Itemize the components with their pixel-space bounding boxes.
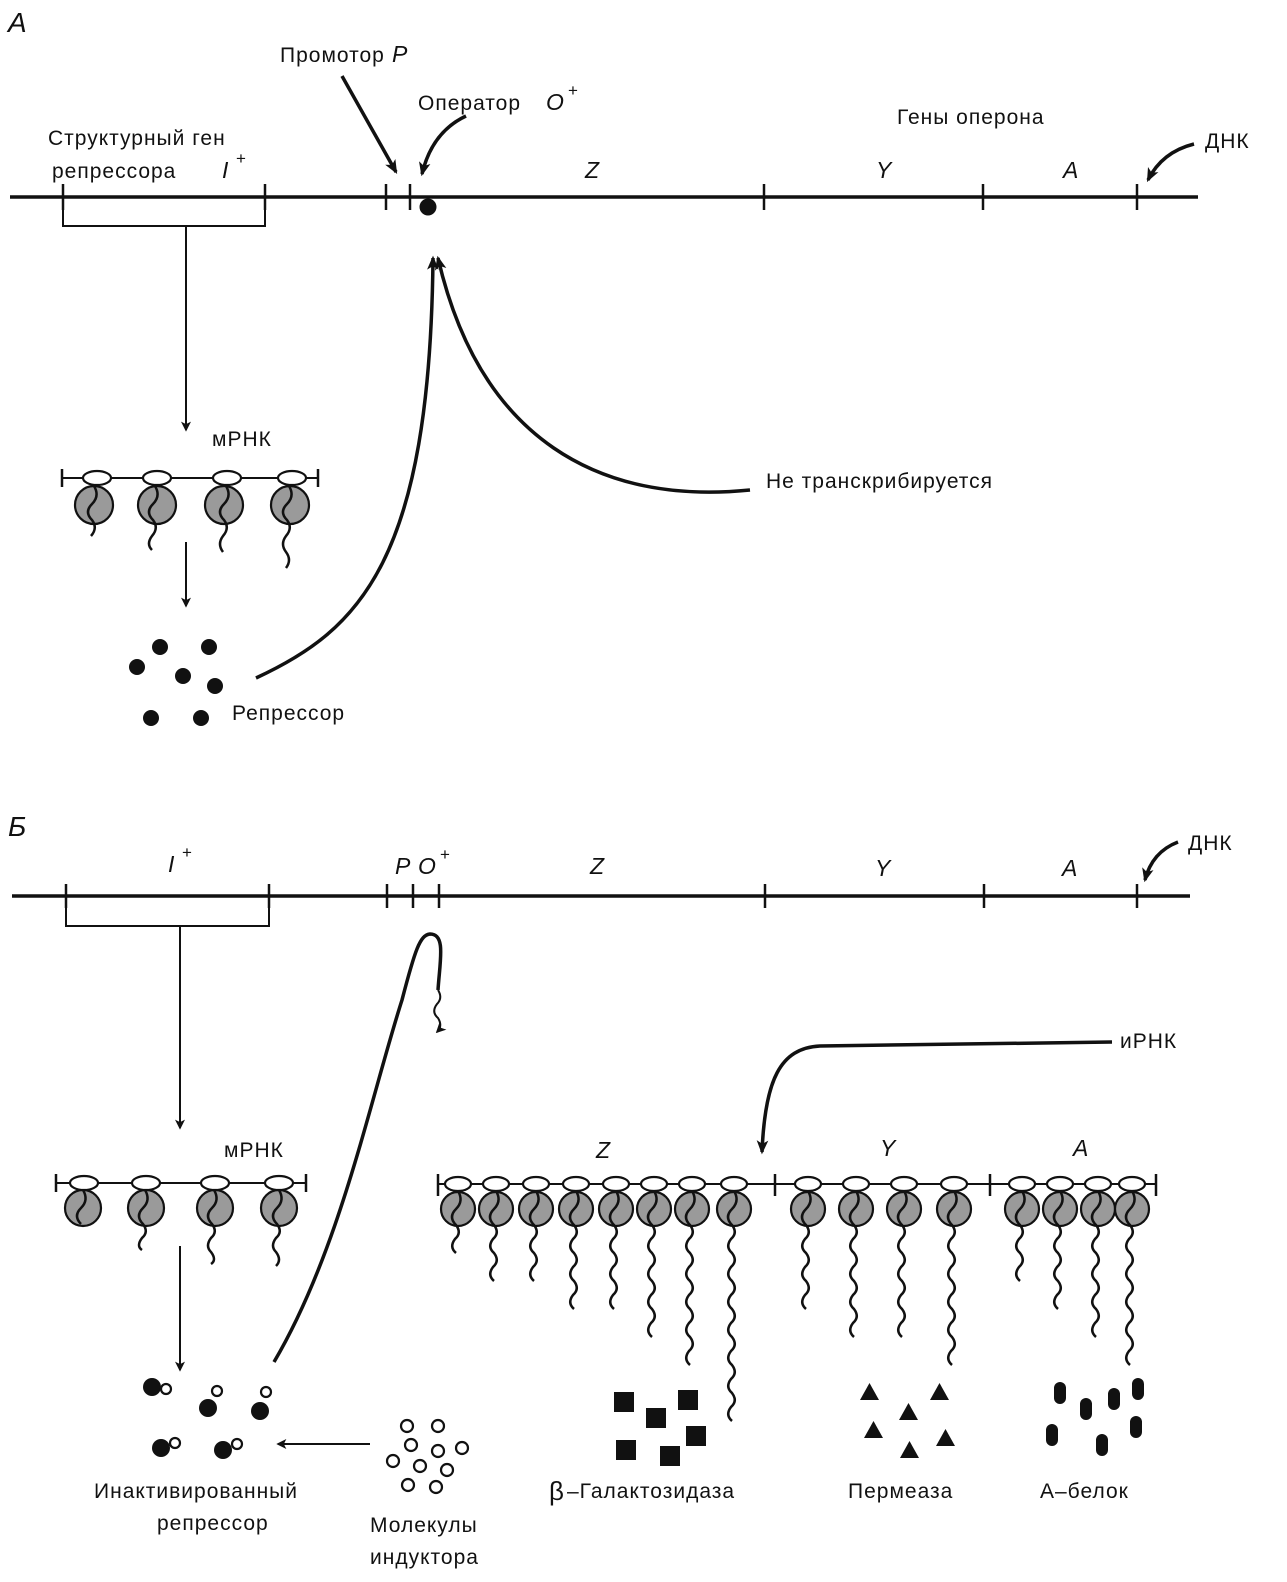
operator-label: Оператор bbox=[418, 92, 521, 115]
panel-b: Б I + P O + Z Y A ДНК мРНК bbox=[8, 811, 1233, 1569]
repressor-molecules-a bbox=[129, 639, 223, 726]
ribosome bbox=[715, 1175, 753, 1422]
gene-i-label: I bbox=[222, 157, 229, 183]
panel-b-label: Б bbox=[8, 811, 26, 842]
promoter-arrow bbox=[340, 75, 398, 175]
repressor-release-arrow bbox=[433, 989, 447, 1034]
mrna-label-a: мРНК bbox=[212, 428, 272, 451]
inactivated-repressor-line1: Инактивированный bbox=[94, 1480, 298, 1503]
a-protein-label: А–белок bbox=[1040, 1480, 1129, 1503]
repressor-release-curve bbox=[272, 932, 443, 1363]
promoter-label: Промотор bbox=[280, 44, 385, 67]
structural-gene-label-line2: репрессора bbox=[52, 160, 176, 183]
ribosome bbox=[439, 1175, 477, 1254]
dna-arrow-a bbox=[1146, 142, 1195, 183]
operon-polysome bbox=[436, 1174, 1158, 1422]
galactosidase-molecules bbox=[614, 1390, 706, 1466]
structural-gene-label-line1: Структурный ген bbox=[48, 127, 226, 150]
operator-arrow bbox=[419, 114, 467, 177]
o-superscript-b: + bbox=[440, 845, 451, 864]
ribosome bbox=[597, 1175, 635, 1310]
repressor-binding-arrow bbox=[255, 255, 439, 680]
inducer-label-line1: Молекулы bbox=[370, 1514, 478, 1537]
promoter-symbol: P bbox=[392, 41, 408, 67]
ribosome bbox=[1003, 1175, 1041, 1282]
ribosome bbox=[126, 1174, 166, 1252]
polysome-z-label: Z bbox=[595, 1137, 611, 1163]
gene-i-superscript: + bbox=[236, 149, 247, 168]
gene-z-label-a: Z bbox=[584, 157, 600, 183]
not-transcribed-label: Не транскрибируется bbox=[766, 470, 993, 493]
a-protein-molecules bbox=[1046, 1378, 1144, 1456]
p-label-b: P bbox=[395, 853, 411, 879]
dna-arrow-b bbox=[1142, 840, 1179, 883]
panel-a-label: А bbox=[6, 7, 27, 38]
ribosome bbox=[885, 1175, 923, 1338]
ribosome bbox=[789, 1175, 827, 1310]
polysome-y-label: Y bbox=[880, 1135, 897, 1161]
polysome-b-repressor bbox=[54, 1174, 308, 1267]
irna-label: иРНК bbox=[1120, 1030, 1177, 1053]
gene-i-bracket-a bbox=[62, 210, 266, 227]
gene-i-bracket-b bbox=[65, 908, 270, 927]
dna-ticks-b bbox=[64, 884, 1139, 908]
bound-repressor-dot bbox=[419, 198, 437, 216]
polysome-a bbox=[60, 469, 320, 569]
ribosome bbox=[203, 469, 245, 553]
dna-label-a: ДНК bbox=[1205, 130, 1250, 153]
dna-ticks-a bbox=[61, 184, 1139, 210]
permease-label: Пермеаза bbox=[848, 1480, 953, 1503]
ribosome bbox=[269, 469, 311, 569]
gene-a-label-b: A bbox=[1060, 855, 1077, 881]
inactivated-repressor-molecules bbox=[143, 1378, 273, 1459]
panel-a: А Промотор P Оператор O + Структурный ге… bbox=[6, 7, 1250, 726]
polysome-a-label: A bbox=[1071, 1135, 1088, 1161]
gene-y-label-a: Y bbox=[876, 157, 893, 183]
operon-genes-label: Гены оперона bbox=[897, 106, 1045, 129]
o-label-b: O bbox=[418, 853, 436, 879]
dna-label-b: ДНК bbox=[1188, 832, 1233, 855]
ribosome bbox=[195, 1174, 235, 1266]
ribosome bbox=[557, 1175, 595, 1310]
ribosome bbox=[73, 469, 115, 537]
inducer-molecules bbox=[385, 1418, 470, 1495]
ribosome bbox=[136, 469, 178, 551]
ribosome bbox=[673, 1175, 711, 1366]
ribosome bbox=[1041, 1175, 1079, 1310]
inactivated-repressor-line2: репрессор bbox=[157, 1512, 269, 1535]
operon-ribosomes bbox=[439, 1175, 1151, 1422]
galactosidase-label: –Галактозидаза bbox=[567, 1480, 735, 1503]
ribosome bbox=[477, 1175, 515, 1282]
gene-i-superscript-b: + bbox=[182, 843, 193, 862]
operator-symbol: O bbox=[546, 89, 564, 115]
repressor-label: Репрессор bbox=[232, 702, 345, 725]
ribosome bbox=[935, 1175, 973, 1366]
ribosome bbox=[63, 1174, 103, 1228]
gene-a-label-a: A bbox=[1061, 157, 1078, 183]
ribosome bbox=[517, 1175, 555, 1282]
gene-z-label-b: Z bbox=[589, 853, 605, 879]
ribosome bbox=[1079, 1175, 1117, 1338]
beta-symbol: β bbox=[549, 1476, 565, 1506]
ribosome bbox=[1113, 1175, 1151, 1366]
mrna-label-b: мРНК bbox=[224, 1139, 284, 1162]
ribosome bbox=[259, 1174, 299, 1267]
ribosome bbox=[635, 1175, 673, 1338]
irna-arrow bbox=[756, 1040, 1113, 1155]
gene-i-label-b: I bbox=[168, 851, 175, 877]
gene-y-label-b: Y bbox=[875, 855, 892, 881]
operator-superscript: + bbox=[568, 81, 579, 100]
permease-molecules bbox=[860, 1383, 955, 1458]
not-transcribed-arrow bbox=[434, 255, 751, 494]
inducer-label-line2: индуктора bbox=[370, 1546, 479, 1569]
ribosome bbox=[837, 1175, 875, 1338]
